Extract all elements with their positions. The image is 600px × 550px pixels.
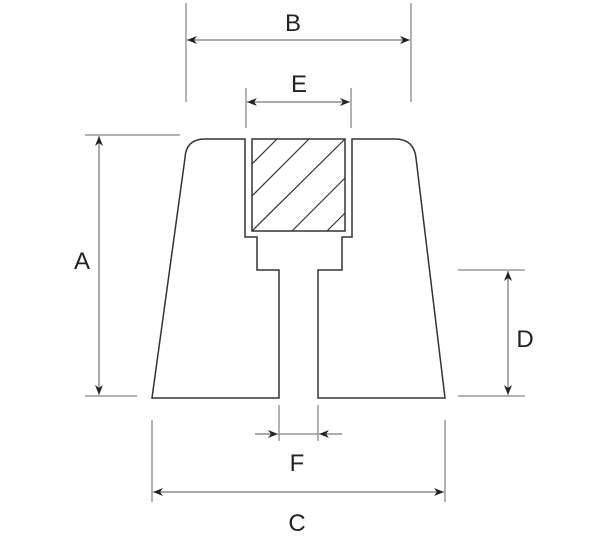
label-e: E xyxy=(291,71,307,98)
dimension-e: E xyxy=(245,71,352,128)
label-d: D xyxy=(516,326,533,353)
label-b: B xyxy=(285,10,301,37)
dimension-b: B xyxy=(185,3,412,102)
label-c: C xyxy=(288,510,305,537)
dimension-d: D xyxy=(458,269,534,397)
hatched-insert xyxy=(251,138,346,232)
label-f: F xyxy=(290,450,305,477)
part-body xyxy=(151,138,446,399)
dimension-c: C xyxy=(151,420,446,537)
label-a: A xyxy=(74,248,90,275)
dimension-f: F xyxy=(255,405,342,477)
dimension-a: A xyxy=(74,134,180,397)
